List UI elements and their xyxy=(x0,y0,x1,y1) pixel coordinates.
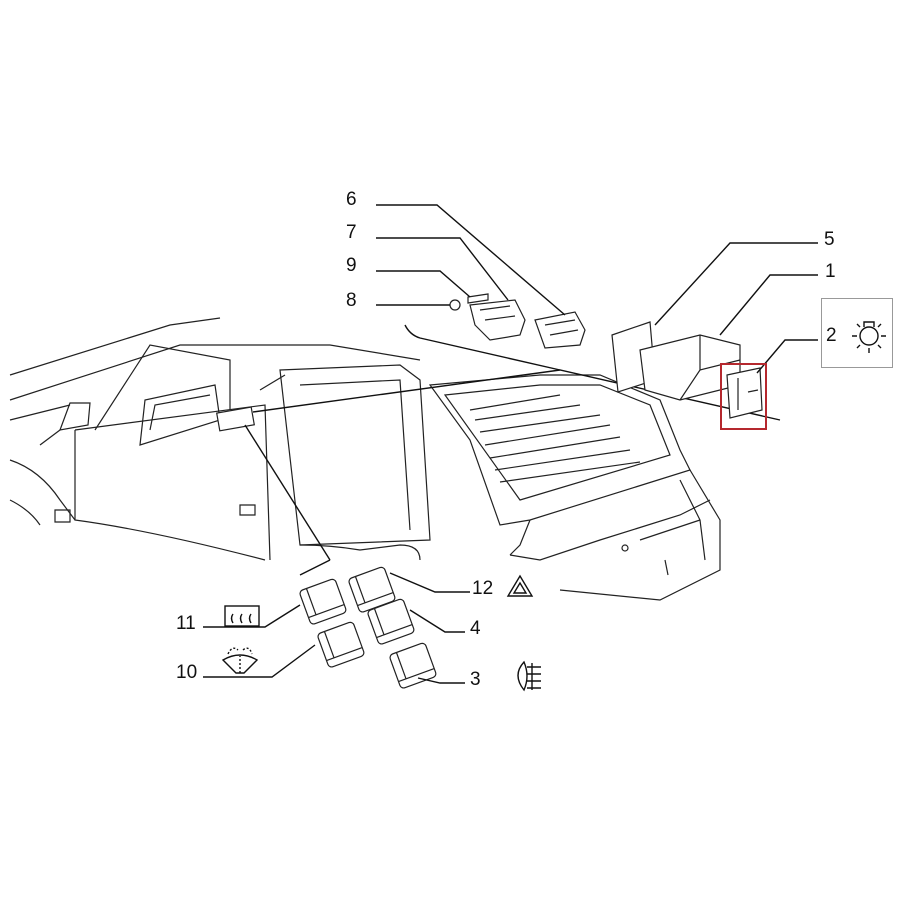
switch-panel xyxy=(216,406,255,432)
rear-defroster-icon xyxy=(224,605,260,627)
callout-2[interactable]: 2 xyxy=(826,325,837,346)
rear-fog-light-icon xyxy=(517,660,541,692)
callout-4[interactable]: 4 xyxy=(470,618,481,639)
bracket-parts xyxy=(449,293,586,349)
callout-6[interactable]: 6 xyxy=(346,189,357,210)
callout-5[interactable]: 5 xyxy=(824,229,835,250)
interior-light-icon xyxy=(852,321,886,353)
car-body xyxy=(9,317,721,601)
fuse-box-parts xyxy=(611,321,763,419)
callout-11[interactable]: 11 xyxy=(176,613,196,634)
switch-icon-box xyxy=(821,298,893,368)
windshield-wiper-icon xyxy=(221,647,259,674)
hazard-triangle-icon xyxy=(506,574,534,597)
callout-8[interactable]: 8 xyxy=(346,290,357,311)
callout-10[interactable]: 10 xyxy=(176,662,198,683)
callout-3[interactable]: 3 xyxy=(470,669,481,690)
callout-12[interactable]: 12 xyxy=(472,578,494,599)
selected-part-highlight[interactable] xyxy=(720,363,767,430)
callout-9[interactable]: 9 xyxy=(346,255,357,276)
callout-1[interactable]: 1 xyxy=(825,261,836,282)
callout-7[interactable]: 7 xyxy=(346,222,357,243)
relays xyxy=(299,566,437,689)
